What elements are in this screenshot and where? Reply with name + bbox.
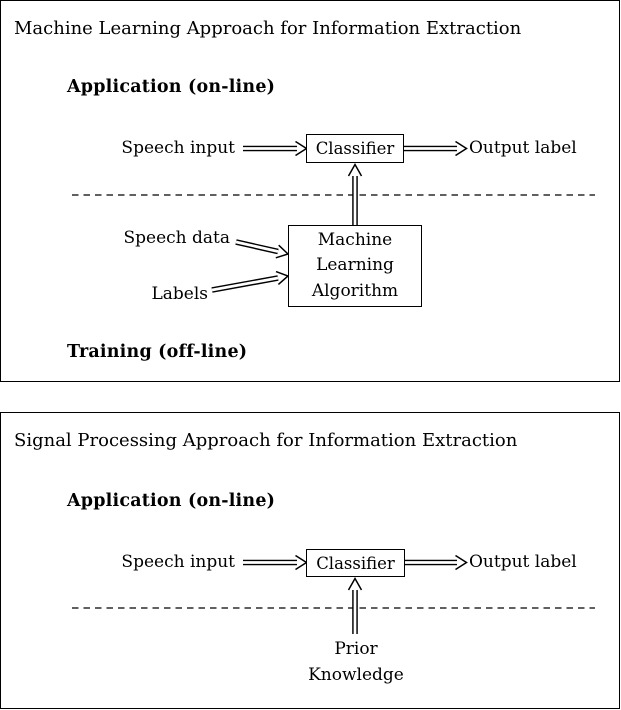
arrow-speech-input-to-classifier [243, 140, 308, 157]
panel-signal-processing-approach: Signal Processing Approach for Informati… [0, 412, 620, 709]
arrow-head-icon [295, 140, 308, 157]
ml-box-line: Machine [317, 229, 393, 250]
heading-application-online: Application (on-line) [67, 491, 276, 511]
label-labels: Labels [151, 284, 208, 304]
panel-title: Machine Learning Approach for Informatio… [14, 18, 522, 39]
prior-knowledge-line: Knowledge [308, 665, 404, 685]
heading-application-online: Application (on-line) [67, 77, 276, 97]
arrow-head-icon [347, 162, 363, 177]
arrow-labels-to-ml-algorithm [211, 270, 290, 293]
label-speech-input: Speech input [121, 138, 235, 158]
label-speech-input: Speech input [121, 552, 235, 572]
classifier-box-label: Classifier [316, 553, 395, 573]
arrow-head-icon [455, 140, 468, 157]
arrow-shaft [211, 276, 279, 292]
label-output-label: Output label [469, 138, 577, 158]
classifier-box: Classifier [306, 134, 404, 163]
ml-box-line: Learning [316, 255, 394, 276]
prior-knowledge-line: Prior [334, 639, 378, 659]
classifier-box: Classifier [306, 549, 405, 577]
arrow-shaft [235, 240, 279, 253]
arrow-head-icon [347, 576, 363, 591]
ml-panel-connectors [72, 140, 595, 293]
arrow-speech-data-to-ml-algorithm [235, 239, 290, 259]
arrow-head-icon [295, 554, 308, 571]
panel-title: Signal Processing Approach for Informati… [14, 430, 518, 451]
arrow-classifier-to-output-label [405, 554, 468, 571]
label-speech-data: Speech data [123, 228, 230, 248]
label-prior-knowledge: Prior Knowledge [281, 636, 431, 688]
panel-machine-learning-approach: Machine Learning Approach for Informatio… [0, 0, 620, 382]
arrow-speech-input-to-classifier [243, 554, 308, 571]
classifier-box-label: Classifier [315, 139, 395, 158]
arrow-head-icon [455, 554, 468, 571]
arrow-prior-knowledge-to-classifier [347, 576, 363, 634]
heading-training-offline: Training (off-line) [67, 342, 248, 362]
arrow-ml-algorithm-to-classifier [347, 162, 363, 226]
machine-learning-algorithm-box: Machine Learning Algorithm [288, 225, 422, 307]
arrow-classifier-to-output-label [404, 140, 468, 157]
ml-box-line: Algorithm [311, 280, 399, 301]
label-output-label: Output label [469, 552, 577, 572]
